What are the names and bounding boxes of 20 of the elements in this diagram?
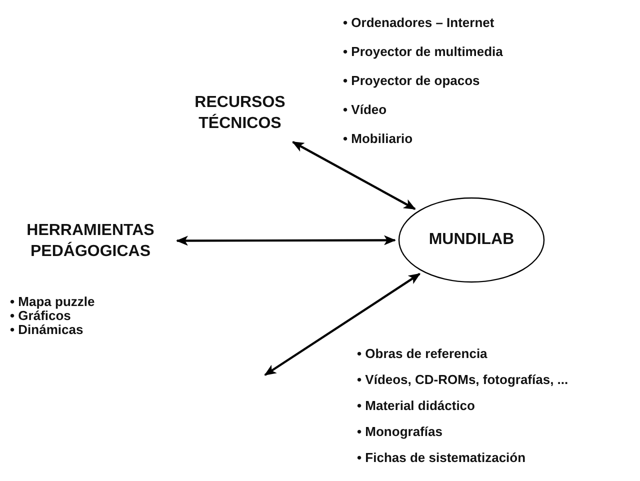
list-item: • Fichas de sistematización	[357, 449, 527, 467]
heading-text: RECURSOS TÉCNICOS	[194, 93, 286, 134]
ellipse-node	[398, 197, 545, 283]
list-item: • Proyector de opacos	[343, 72, 481, 90]
list-item: • Mobiliario	[343, 130, 414, 148]
list-item: • Vídeos, CD-ROMs, fotografías, ...	[357, 371, 568, 389]
heading-text: HERRAMIENTAS PEDÁGOGICAS	[26, 221, 156, 262]
list-item: • Proyector de multimedia	[343, 43, 503, 61]
double-arrow	[176, 235, 396, 246]
double-arrow	[264, 272, 421, 376]
list-item: • Ordenadores – Internet	[343, 14, 496, 32]
list-item: • Vídeo	[343, 101, 388, 119]
node-title: MUNDILAB	[428, 232, 514, 248]
list-item: • Dinámicas	[10, 323, 84, 337]
list-item: • Material didáctico	[357, 397, 476, 415]
list-item: • Obras de referencia	[357, 345, 488, 363]
double-arrow	[292, 141, 416, 210]
list-item: • Gráficos	[10, 309, 71, 323]
list-item: • Mapa puzzle	[10, 295, 95, 309]
list-item: • Monografías	[357, 423, 444, 441]
